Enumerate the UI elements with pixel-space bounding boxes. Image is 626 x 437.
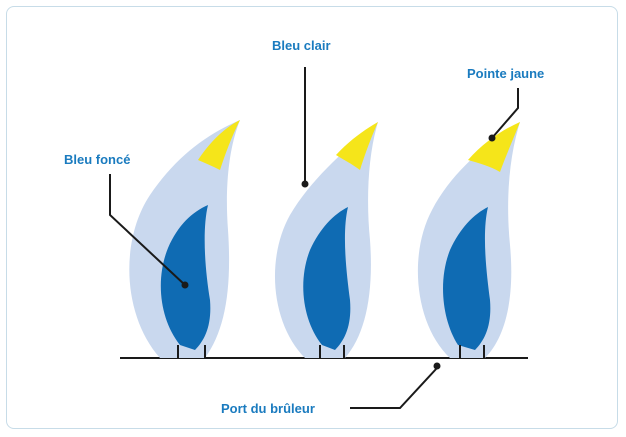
leader-dark-blue <box>109 174 189 289</box>
label-burner-port: Port du brûleur <box>221 401 315 416</box>
flame-1-tip <box>198 120 240 170</box>
flame-2-tip <box>336 122 378 170</box>
flame-3-inner <box>443 207 491 350</box>
flame-2 <box>274 122 378 358</box>
flame-1 <box>129 120 240 358</box>
label-yellow-tip: Pointe jaune <box>467 66 544 81</box>
flame-3-tip <box>468 122 520 172</box>
flame-1-inner <box>160 205 211 350</box>
label-light-blue: Bleu clair <box>272 38 331 53</box>
leader-light-blue <box>301 67 309 188</box>
leader-burner-port <box>350 362 441 409</box>
leader-yellow-tip <box>488 88 519 142</box>
flame-2-inner <box>303 207 351 350</box>
flame-3 <box>417 122 520 358</box>
label-dark-blue: Bleu foncé <box>64 152 130 167</box>
